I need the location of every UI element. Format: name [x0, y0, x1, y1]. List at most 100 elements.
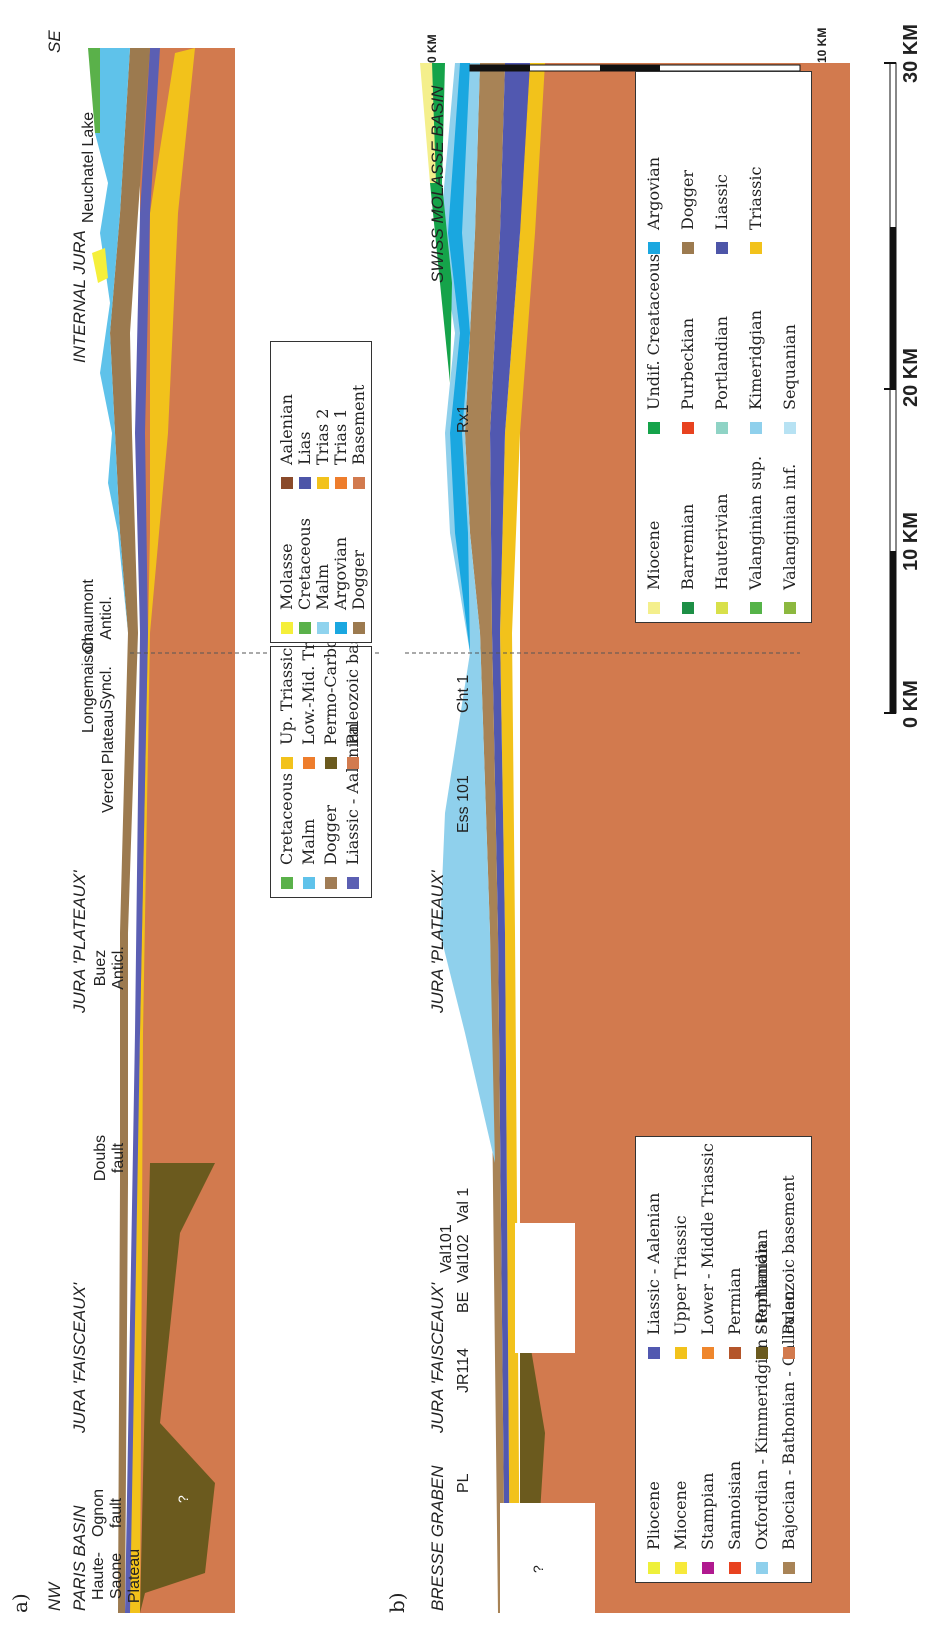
region-jura-plateaux: JURA 'PLATEAUX' [70, 870, 89, 1013]
structure-buez: Buez Anticl. [92, 946, 127, 990]
legend-swatch [298, 477, 311, 489]
scale-20km: 20 KM [900, 348, 922, 407]
legend-item: Basement [349, 385, 368, 489]
legend-item: Malm [313, 564, 332, 634]
legend-label: Sannoisian [725, 1460, 744, 1550]
legend-label: Dogger [349, 549, 368, 610]
cretaceous-a [88, 48, 100, 133]
legend-item: Triassic [746, 167, 765, 254]
structure-neuchatel: Neuchatel Lake [80, 111, 97, 223]
legend-swatch [701, 1562, 714, 1574]
legend-label: Paleozoic basement [779, 1175, 798, 1335]
region-jura-faisceaux: JURA 'FAISCEAUX' [70, 1282, 89, 1433]
legend-swatch [316, 622, 329, 634]
legend-item: Trias 1 [331, 409, 350, 489]
legend-swatch [647, 1347, 660, 1359]
legend-swatch [298, 622, 311, 634]
legend-swatch [715, 422, 728, 434]
legend-item: Sequanian [780, 324, 799, 434]
legend-label: Undif. Creataceous [644, 253, 663, 410]
legend-swatch [334, 622, 347, 634]
dogger-b [465, 63, 505, 1613]
nw-label: NW [45, 1582, 64, 1611]
legend-label: Valanginian inf. [780, 463, 799, 590]
legend-swatch [728, 1562, 741, 1574]
legend-label: Upper Triassic [671, 1215, 690, 1335]
legend-item: Purbeckian [678, 318, 697, 434]
legend-swatch [280, 757, 293, 769]
legend-label: Lower - Middle Triassic [698, 1143, 717, 1335]
legend-item: Molasse [277, 543, 296, 634]
legend-item: Up. Triassic [277, 648, 296, 769]
legend-item: Miocene [644, 521, 663, 614]
structure-haute-saone: Haute-Saone Plateau [90, 1548, 143, 1604]
legend-label: Basement [349, 384, 368, 465]
legend-swatch [749, 422, 762, 434]
legend-swatch [280, 477, 293, 489]
legend-item: Liassic - Aalenian [644, 1193, 663, 1359]
legend-item: Portlandian [712, 316, 731, 434]
legend-item: Valanginian sup. [746, 456, 765, 614]
legend-swatch [324, 877, 337, 889]
legend-label: Dogger [321, 804, 340, 865]
km-b-10: 10 KM [815, 27, 829, 63]
legend-swatch [755, 1562, 768, 1574]
legend-label: Molasse [277, 543, 296, 610]
legend-item: Cretaceous [277, 773, 296, 889]
legend-item: Argovian [331, 537, 350, 634]
legend-item: Barremian [678, 504, 697, 614]
legend-label: Hauterivian [712, 493, 731, 590]
permo-carboniferous-a [140, 1163, 215, 1613]
legend-swatch [782, 1347, 795, 1359]
legend-label: Pliocene [644, 1481, 663, 1550]
legend-swatch [647, 1562, 660, 1574]
triassic-a [128, 48, 195, 1613]
well-val1: Val 1 [455, 1187, 472, 1223]
lias-a [125, 48, 160, 1613]
structure-chaumont: Chaumont Anticl. [80, 579, 115, 653]
well-jr114: JR114 [455, 1347, 472, 1393]
legend-swatch [334, 477, 347, 489]
legend-swatch [674, 1562, 687, 1574]
legend-swatch [346, 877, 359, 889]
legend-swatch [681, 602, 694, 614]
legend-label: Malm [313, 563, 332, 610]
legend-item: Undif. Creataceous [644, 254, 663, 434]
legend-label: Liassic - Aalenian [644, 1192, 663, 1335]
legend-item: Sannoisian [725, 1461, 744, 1574]
legend-label: Malm [299, 818, 318, 865]
legend-swatch [701, 1347, 714, 1359]
legend-label: Trias 1 [331, 408, 350, 465]
legend-swatch [681, 422, 694, 434]
legend-swatch [647, 422, 660, 434]
km-b-0: 0 KM [425, 34, 439, 63]
region-bresse-graben: BRESSE GRABEN [428, 1465, 447, 1612]
legend-item: Paleozoic basement [779, 1175, 798, 1359]
legend-swatch [674, 1347, 687, 1359]
legend-label: Cretaceous [277, 773, 296, 865]
legend-label: Cretaceous [295, 518, 314, 610]
legend-item: Trias 2 [313, 409, 332, 489]
legend-swatch [749, 242, 762, 254]
argovian-b [448, 63, 470, 653]
legend-swatch [280, 622, 293, 634]
legend-swatch [316, 477, 329, 489]
legend-item: Stephanian [752, 1243, 771, 1359]
legend-swatch [782, 1562, 795, 1574]
scale-0km: 0 KM [900, 680, 922, 728]
well-be: BE [455, 1291, 472, 1313]
scale-30km: 30 KM [900, 24, 922, 83]
legend-swatch [728, 1347, 741, 1359]
panel-b-label: b) [385, 1592, 409, 1613]
panel-a-label: a) [8, 1593, 32, 1613]
legend-swatch [324, 757, 337, 769]
legend-label: Stampian [698, 1472, 717, 1550]
legend-swatch [647, 602, 660, 614]
region-jura-faisceaux-b: JURA 'FAISCEAUX' [428, 1282, 447, 1433]
region-paris-basin: PARIS BASIN [70, 1505, 89, 1612]
legend-item: Liassic [712, 174, 731, 254]
legend-item: Upper Triassic [671, 1215, 690, 1359]
well-ess101: Ess 101 [455, 775, 472, 833]
